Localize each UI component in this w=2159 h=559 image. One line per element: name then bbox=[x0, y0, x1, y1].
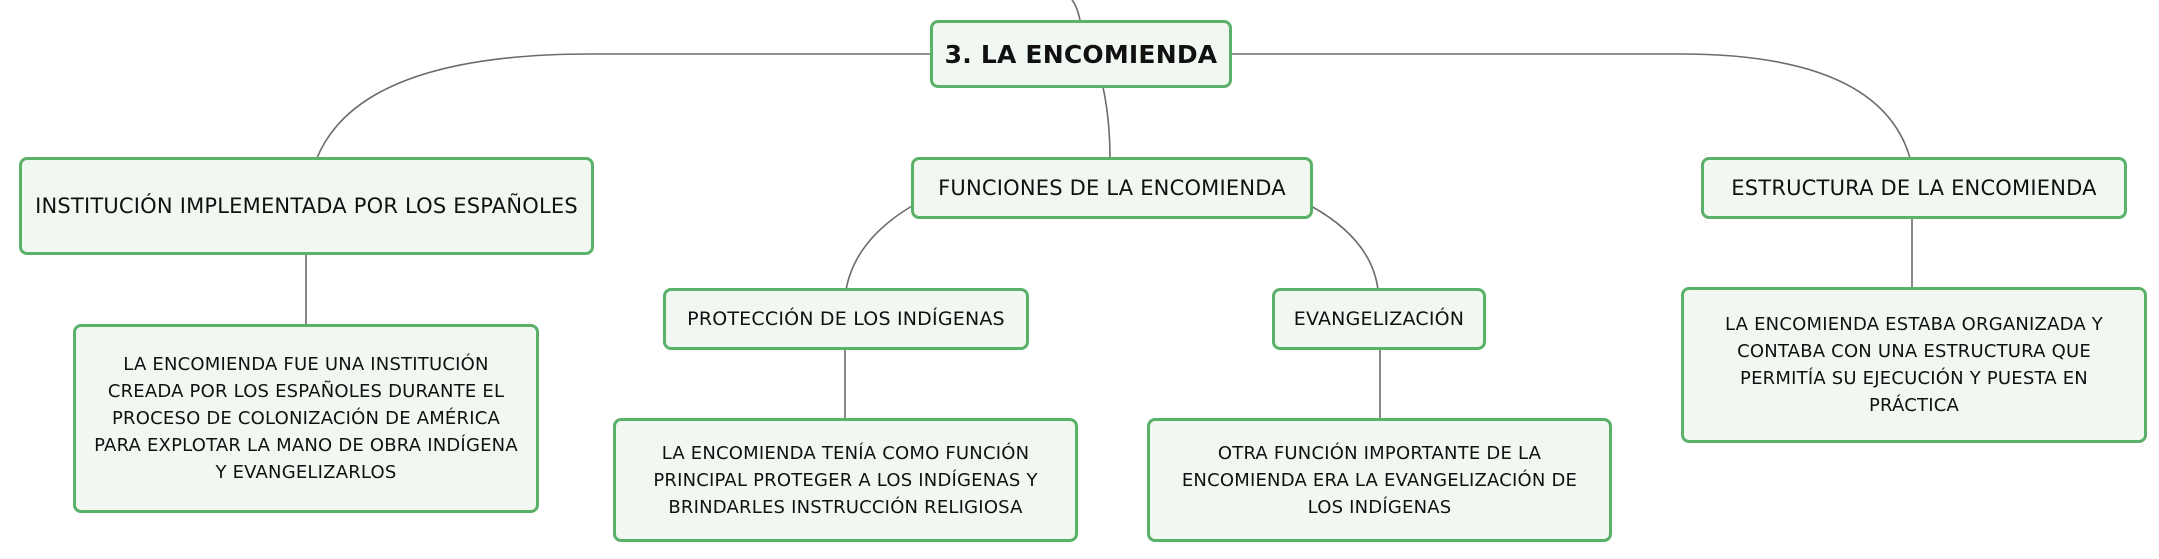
node-proteccion-description[interactable]: LA ENCOMIENDA TENÍA COMO FUNCIÓN PRINCIP… bbox=[613, 418, 1078, 542]
node-institucion-label: INSTITUCIÓN IMPLEMENTADA POR LOS ESPAÑOL… bbox=[35, 194, 578, 218]
node-institucion-description[interactable]: LA ENCOMIENDA FUE UNA INSTITUCIÓN CREADA… bbox=[73, 324, 539, 513]
connector-root-institucion bbox=[316, 53, 930, 159]
connector-root-up bbox=[1071, 0, 1081, 21]
node-estructura[interactable]: ESTRUCTURA DE LA ENCOMIENDA bbox=[1701, 157, 2127, 219]
node-estructura-label: ESTRUCTURA DE LA ENCOMIENDA bbox=[1731, 176, 2097, 200]
connector-funciones-evangelizacion bbox=[1310, 205, 1379, 291]
node-institucion[interactable]: INSTITUCIÓN IMPLEMENTADA POR LOS ESPAÑOL… bbox=[19, 157, 594, 255]
connector-root-funciones bbox=[1102, 86, 1111, 159]
node-proteccion-label: PROTECCIÓN DE LOS INDÍGENAS bbox=[687, 308, 1005, 330]
node-funciones-label: FUNCIONES DE LA ENCOMIENDA bbox=[938, 176, 1286, 200]
node-institucion-description-text: LA ENCOMIENDA FUE UNA INSTITUCIÓN CREADA… bbox=[94, 354, 518, 483]
node-evangelizacion[interactable]: EVANGELIZACIÓN bbox=[1272, 288, 1486, 350]
node-estructura-description-text: LA ENCOMIENDA ESTABA ORGANIZADA Y CONTAB… bbox=[1725, 314, 2103, 416]
node-evangelizacion-description-text: OTRA FUNCIÓN IMPORTANTE DE LA ENCOMIENDA… bbox=[1181, 442, 1578, 518]
node-estructura-description[interactable]: LA ENCOMIENDA ESTABA ORGANIZADA Y CONTAB… bbox=[1681, 287, 2147, 443]
node-funciones[interactable]: FUNCIONES DE LA ENCOMIENDA bbox=[911, 157, 1313, 219]
node-evangelizacion-label: EVANGELIZACIÓN bbox=[1293, 308, 1465, 330]
node-proteccion-description-text: LA ENCOMIENDA TENÍA COMO FUNCIÓN PRINCIP… bbox=[653, 442, 1038, 518]
node-evangelizacion-description[interactable]: OTRA FUNCIÓN IMPORTANTE DE LA ENCOMIENDA… bbox=[1147, 418, 1612, 542]
connector-funciones-proteccion bbox=[845, 205, 913, 291]
root-title: 3. LA ENCOMIENDA bbox=[944, 39, 1218, 69]
node-proteccion[interactable]: PROTECCIÓN DE LOS INDÍGENAS bbox=[663, 288, 1029, 350]
root-node[interactable]: 3. LA ENCOMIENDA bbox=[930, 20, 1232, 88]
connector-root-estructura bbox=[1231, 53, 1911, 159]
